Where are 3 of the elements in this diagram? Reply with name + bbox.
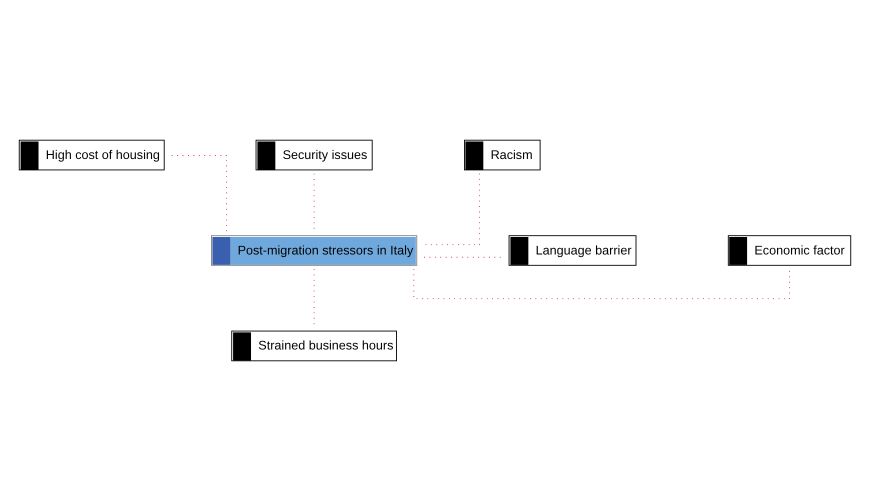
connector: [424, 173, 480, 246]
connector: [171, 155, 227, 232]
connector: [413, 268, 790, 300]
